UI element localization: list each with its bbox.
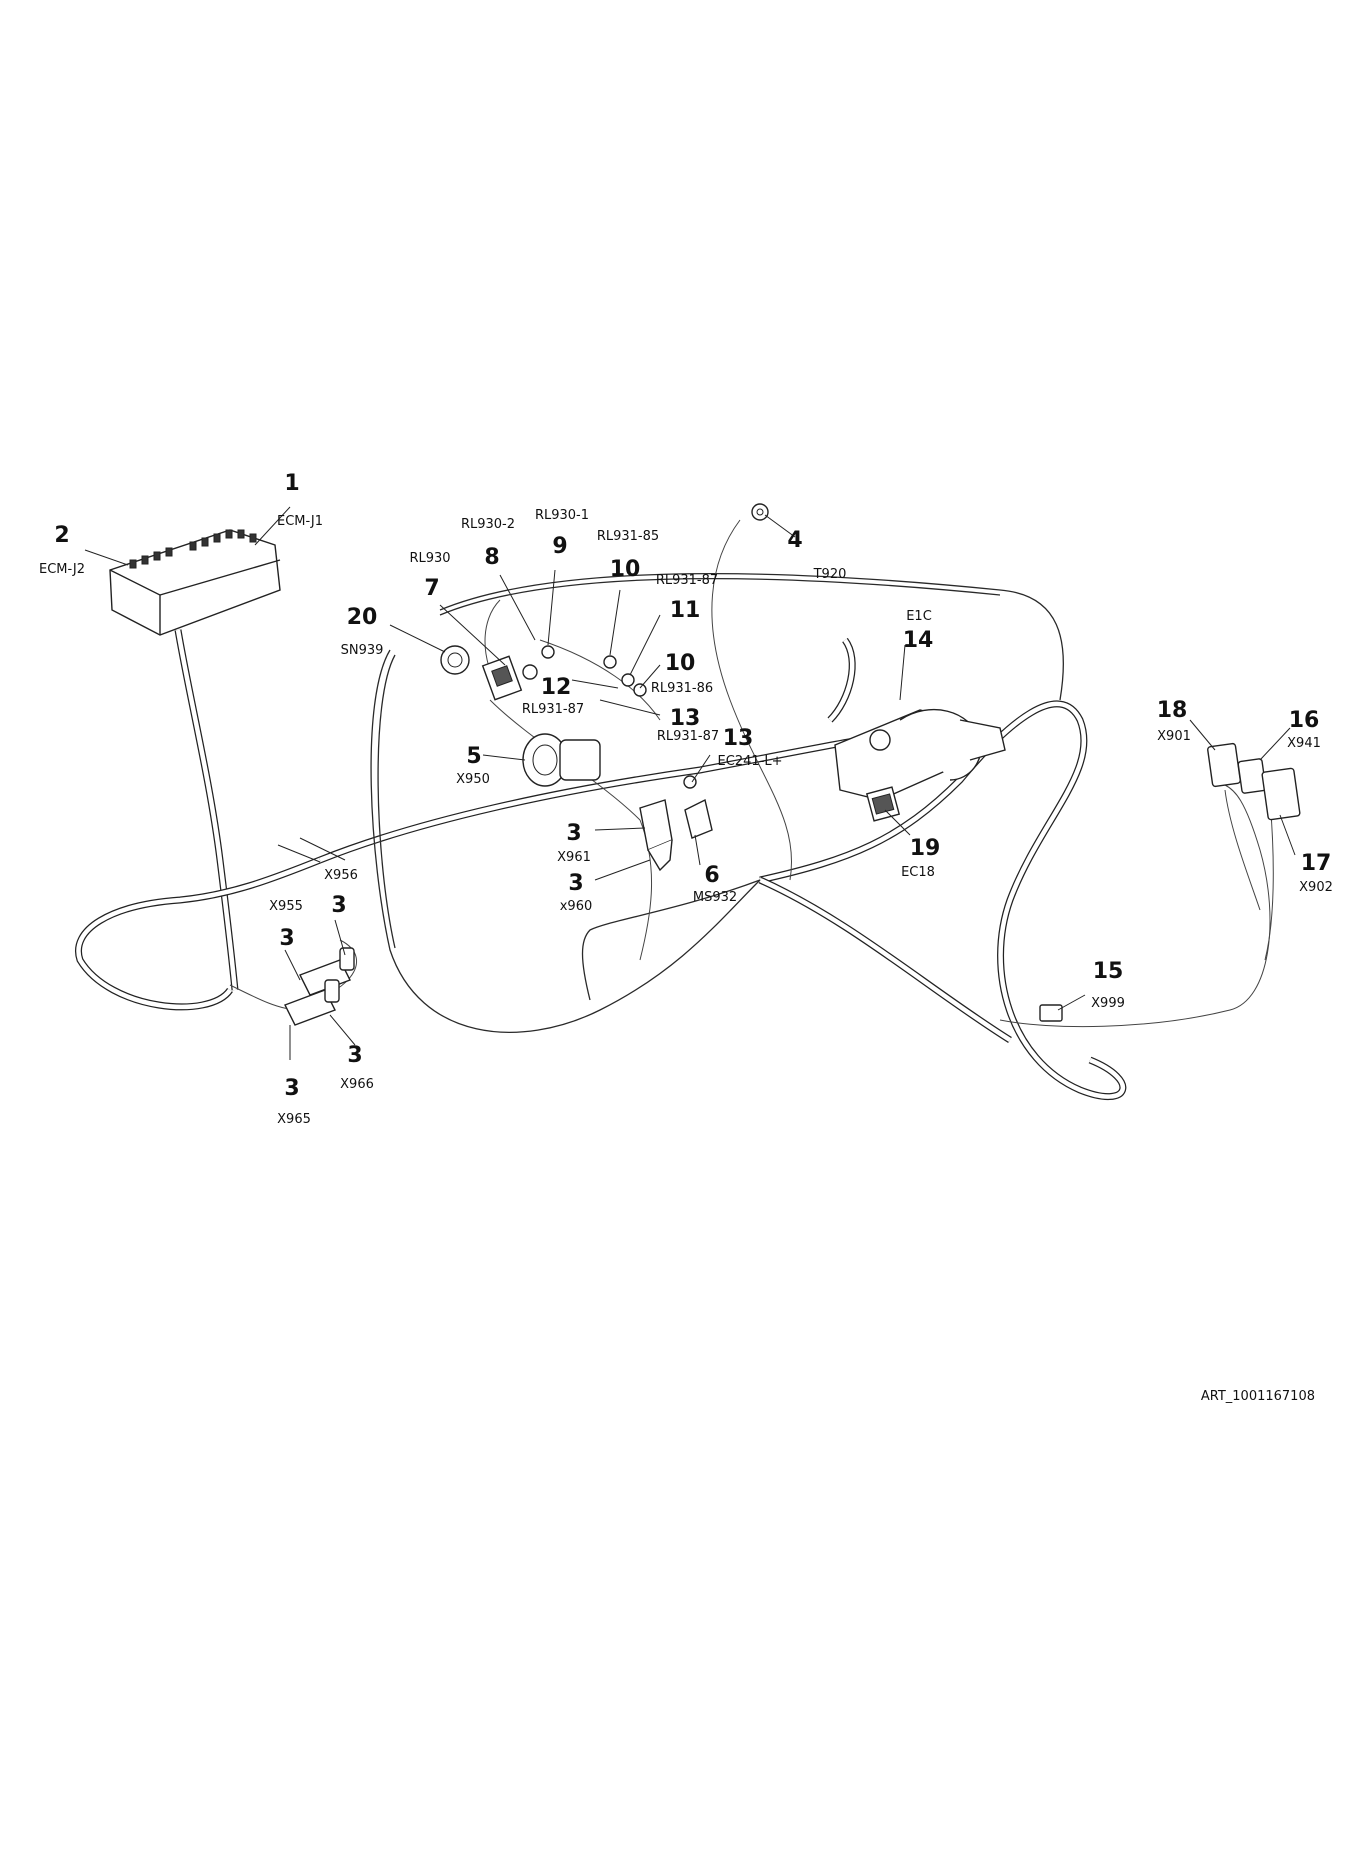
callout-20-label: SN939 xyxy=(341,643,384,658)
callout-3c-number: 3 xyxy=(331,893,346,918)
callout-6-label: MS932 xyxy=(693,890,737,905)
x956-label: X956 xyxy=(324,868,358,883)
callout-14-number: 14 xyxy=(903,628,934,653)
callout-11-label: RL931-87 xyxy=(656,573,718,588)
callout-10b-number: 10 xyxy=(665,651,696,676)
callout-2-number: 2 xyxy=(54,523,69,548)
callout-3a-label: X961 xyxy=(557,850,591,865)
callout-16-label: X941 xyxy=(1287,736,1321,751)
callout-10a-label: RL931-85 xyxy=(597,529,659,544)
callout-7-label: RL930 xyxy=(409,551,450,566)
connector-e1c xyxy=(834,708,1006,801)
callout-3b-label: x960 xyxy=(560,899,593,914)
callout-6-number: 6 xyxy=(704,863,719,888)
callout-4-label: T920 xyxy=(813,567,847,582)
ring-terminal-t920 xyxy=(751,503,769,521)
callout-20-number: 20 xyxy=(347,605,378,630)
ecm-connector-block xyxy=(109,529,281,636)
callout-19-number: 19 xyxy=(910,836,941,861)
callout-7-number: 7 xyxy=(424,576,439,601)
connector-ec18 xyxy=(865,786,901,822)
harness-thin-wires xyxy=(229,519,1274,1033)
callout-10b-label: RL931-86 xyxy=(651,681,713,696)
callout-9-number: 9 xyxy=(552,534,567,559)
callout-18-number: 18 xyxy=(1157,698,1188,723)
leader-lines xyxy=(84,506,1296,1060)
art-id: ART_1001167108 xyxy=(1201,1389,1315,1404)
callout-12-number: 12 xyxy=(541,675,572,700)
callout-3c-label: X955 xyxy=(269,899,303,914)
callouts: 1 ECM-J1 2 ECM-J2 4 T920 RL930 7 RL930-2… xyxy=(39,471,1333,1127)
callout-17-number: 17 xyxy=(1301,851,1332,876)
connector-x950 xyxy=(522,733,601,787)
callout-9-label: RL930-1 xyxy=(535,508,589,523)
callout-2-label: ECM-J2 xyxy=(39,562,85,577)
bundle-break xyxy=(277,837,346,863)
callout-14-label: E1C xyxy=(906,609,932,624)
callout-13b-number: 13 xyxy=(723,726,754,751)
callout-3e-label: X966 xyxy=(340,1077,374,1092)
connectors-x961-x960 xyxy=(639,775,713,872)
callout-3a-number: 3 xyxy=(566,821,581,846)
callout-8-label: RL930-2 xyxy=(461,517,515,532)
callout-13a-label: RL931-87 xyxy=(657,729,719,744)
connectors-x901-x941-x902 xyxy=(1207,742,1301,821)
callout-3f-label: X965 xyxy=(277,1112,311,1127)
callout-1-label: ECM-J1 xyxy=(277,514,323,529)
sensor-sn939 xyxy=(440,645,470,675)
callout-15-number: 15 xyxy=(1093,959,1124,984)
callout-3b-number: 3 xyxy=(568,871,583,896)
callout-3f-number: 3 xyxy=(284,1076,299,1101)
callout-16-number: 16 xyxy=(1289,708,1320,733)
callout-19-label: EC18 xyxy=(901,865,935,880)
connectors-x955-x965-x966 xyxy=(284,947,355,1026)
callout-8-number: 8 xyxy=(484,545,499,570)
callout-5-label: X950 xyxy=(456,772,490,787)
callout-15-label: X999 xyxy=(1091,996,1125,1011)
callout-1-number: 1 xyxy=(284,471,299,496)
relay-terminals xyxy=(522,645,647,697)
callout-17-label: X902 xyxy=(1299,880,1333,895)
callout-13a-number: 13 xyxy=(670,706,701,731)
callout-10a-number: 10 xyxy=(610,557,641,582)
callout-13b-label: EC241-L+ xyxy=(718,754,783,769)
callout-18-label: X901 xyxy=(1157,729,1191,744)
callout-12-label: RL931-87 xyxy=(522,702,584,717)
callout-3e-number: 3 xyxy=(347,1043,362,1068)
relay-connector-rl930 xyxy=(481,655,523,701)
callout-5-number: 5 xyxy=(466,744,481,769)
connector-x999 xyxy=(1039,1004,1063,1022)
callout-4-number: 4 xyxy=(787,528,802,553)
callout-11-number: 11 xyxy=(670,598,701,623)
harness-main-loop xyxy=(75,629,1127,1101)
callout-3d-number: 3 xyxy=(279,926,294,951)
